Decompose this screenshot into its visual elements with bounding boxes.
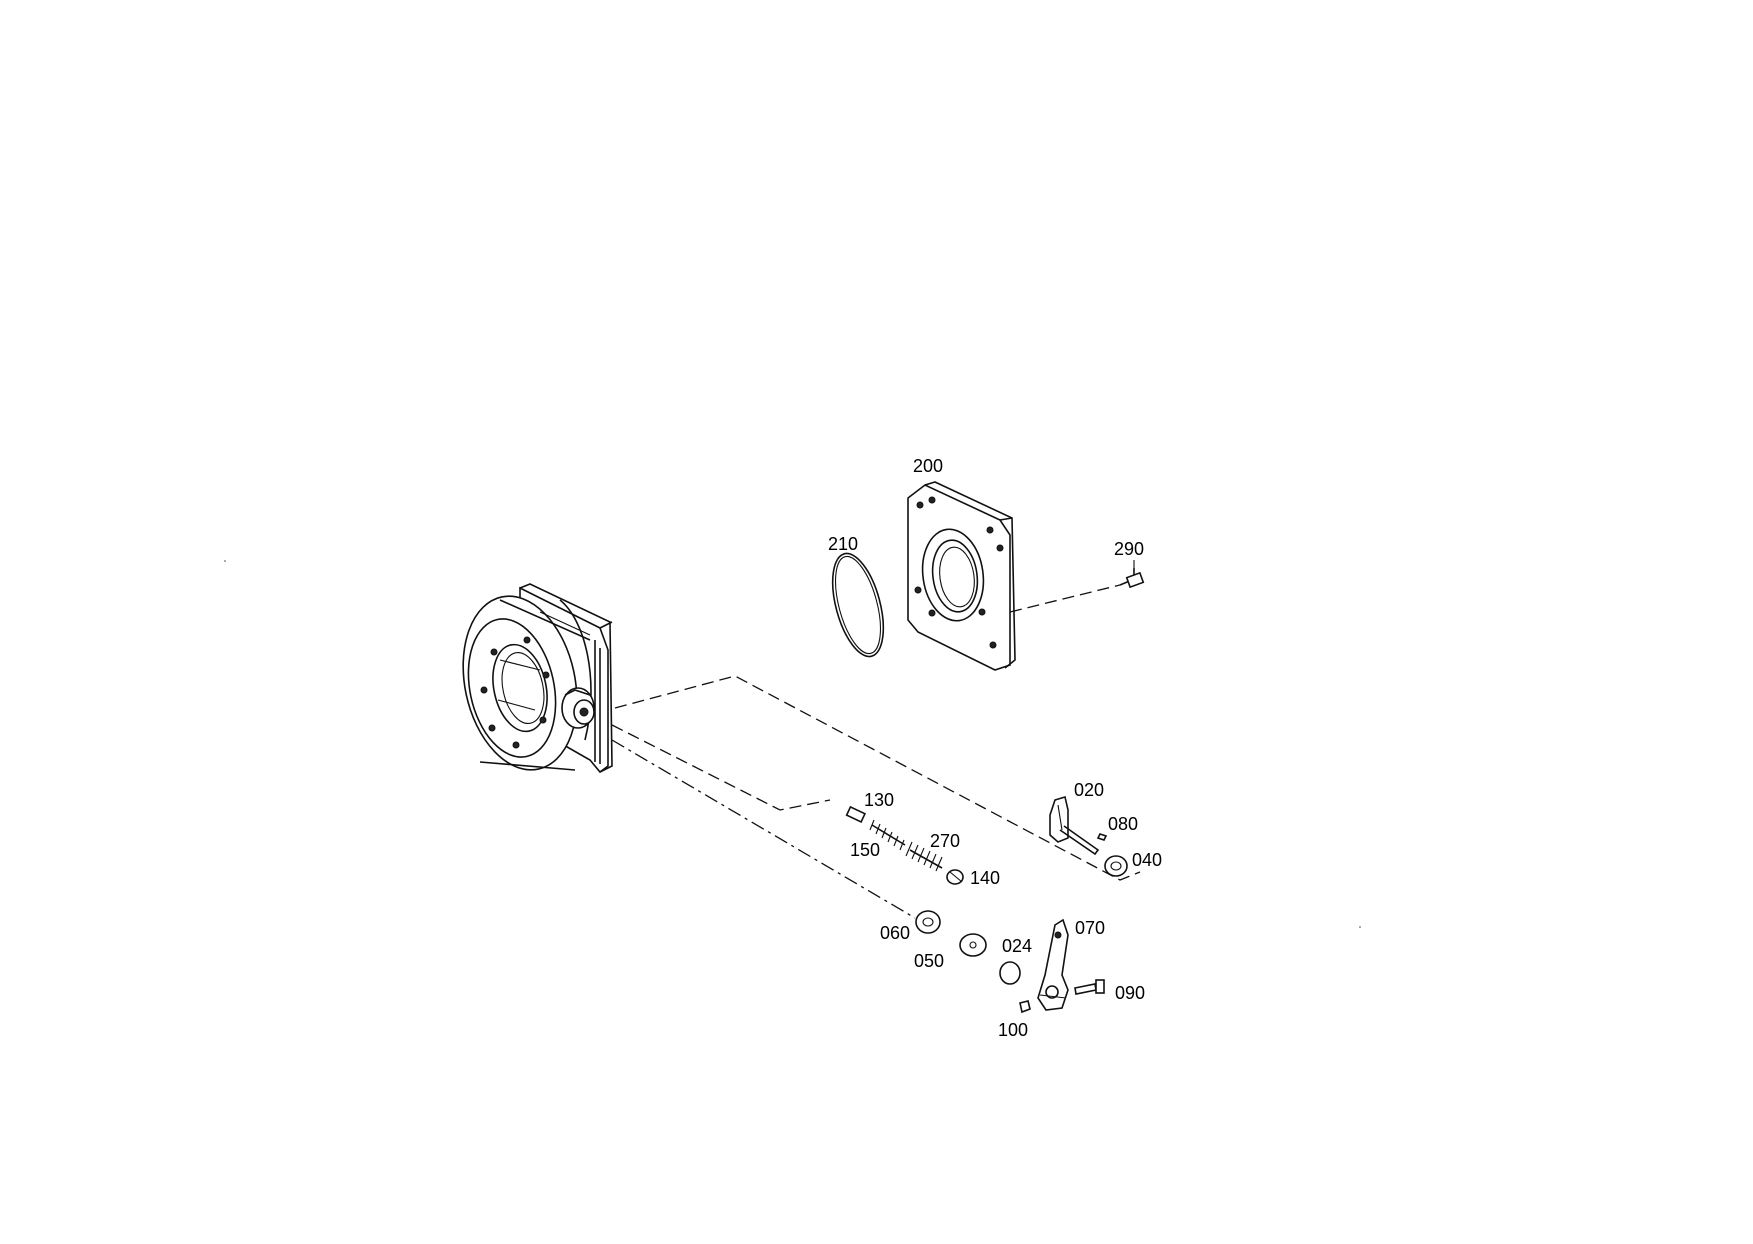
pin-part: [845, 805, 867, 823]
spring-part-150: [869, 819, 906, 851]
label-130: 130: [864, 790, 894, 810]
label-070: 070: [1075, 918, 1105, 938]
o-ring-part: [831, 552, 885, 658]
bolt-part: [1074, 979, 1105, 995]
label-210: 210: [828, 534, 858, 554]
label-100: 100: [998, 1020, 1028, 1040]
part-labels: 200 210 290 130 150 270 140 020 080 040 …: [828, 456, 1162, 1040]
label-140: 140: [970, 868, 1000, 888]
label-290: 290: [1114, 539, 1144, 559]
washer-part-050: [959, 933, 987, 957]
bushing-part-060: [915, 910, 941, 934]
label-040: 040: [1132, 850, 1162, 870]
lever-part: [1037, 918, 1069, 1011]
housing-part: [462, 583, 613, 774]
label-050: 050: [914, 951, 944, 971]
cover-plate-part: [907, 481, 1016, 671]
label-200: 200: [913, 456, 943, 476]
label-024: 024: [1002, 936, 1032, 956]
nut-part: [1019, 1000, 1031, 1014]
leader-lines: [611, 584, 1141, 919]
label-270: 270: [930, 831, 960, 851]
label-090: 090: [1115, 983, 1145, 1003]
small-nut-part: [1096, 833, 1108, 841]
label-150: 150: [850, 840, 880, 860]
spring-part-270: [905, 841, 943, 872]
label-060: 060: [880, 923, 910, 943]
snap-ring-part: [999, 961, 1021, 985]
plug-part: [946, 869, 964, 885]
washer-part-040: [1104, 855, 1128, 877]
label-080: 080: [1108, 814, 1138, 834]
lever-shaft-part: [1049, 795, 1100, 856]
label-020: 020: [1074, 780, 1104, 800]
screw-part: [1119, 568, 1145, 589]
